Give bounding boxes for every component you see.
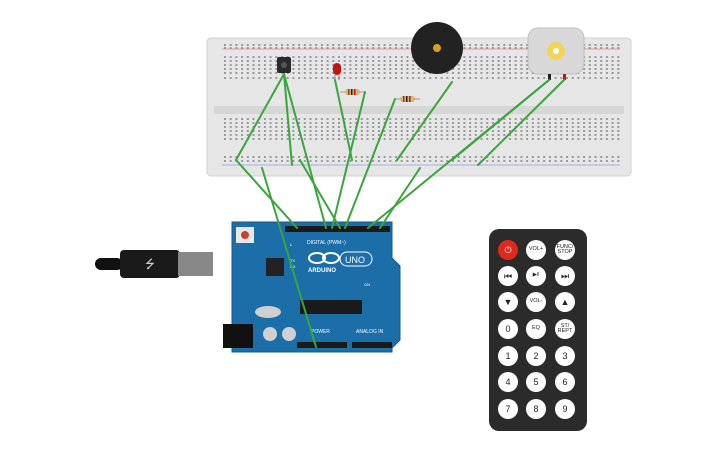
svg-text:⭍: ⭍ xyxy=(145,257,155,271)
remote-play-pause-button[interactable]: ▶‖ xyxy=(526,266,546,286)
on-led-label: ON xyxy=(364,282,370,287)
resistor-2[interactable] xyxy=(395,96,420,102)
usb-cable: ⭍ xyxy=(95,250,213,278)
remote-8-button[interactable]: 8 xyxy=(526,399,546,419)
analog-pins-label: ANALOG IN xyxy=(356,329,384,335)
arduino-model: UNO xyxy=(345,255,365,265)
arduino-uno-board[interactable] xyxy=(223,221,401,353)
breadboard xyxy=(206,37,632,177)
remote-next-button[interactable]: ⏭ xyxy=(555,266,575,286)
remote-2-button[interactable]: 2 xyxy=(526,346,546,366)
red-led[interactable] xyxy=(333,63,341,80)
remote-st-rept-button[interactable]: ST/ REPT xyxy=(555,319,575,339)
remote-prev-button[interactable]: ⏮ xyxy=(498,266,518,286)
dc-motor[interactable] xyxy=(527,27,585,80)
remote-6-button[interactable]: 6 xyxy=(555,372,575,392)
remote-power-button[interactable]: ⏻ xyxy=(498,240,518,260)
remote-down-button[interactable]: ▼ xyxy=(498,292,518,312)
remote-9-button[interactable]: 9 xyxy=(555,399,575,419)
remote-5-button[interactable]: 5 xyxy=(526,372,546,392)
remote-eq-button[interactable]: EQ xyxy=(526,319,546,339)
remote-3-button[interactable]: 3 xyxy=(555,346,575,366)
remote-vol-down-button[interactable]: VOL- xyxy=(526,292,546,312)
rx-label: RX xyxy=(290,264,296,269)
arduino-brand: ARDUINO xyxy=(308,268,336,274)
remote-0-button[interactable]: 0 xyxy=(498,319,518,339)
resistor-1[interactable] xyxy=(340,89,365,95)
remote-1-button[interactable]: 1 xyxy=(498,346,518,366)
remote-up-button[interactable]: ▲ xyxy=(555,292,575,312)
remote-7-button[interactable]: 7 xyxy=(498,399,518,419)
power-pins-label: POWER xyxy=(311,329,330,335)
ir-receiver[interactable] xyxy=(277,57,291,73)
digital-pins-label: DIGITAL (PWM~) xyxy=(307,240,346,246)
jumper-wires xyxy=(235,73,565,348)
remote-4-button[interactable]: 4 xyxy=(498,372,518,392)
l-led-label: L xyxy=(290,242,293,247)
piezo-buzzer[interactable] xyxy=(411,22,463,74)
remote-func-stop-button[interactable]: FUNC/ STOP xyxy=(555,240,575,260)
tx-label: TX xyxy=(290,258,295,263)
remote-vol-up-button[interactable]: VOL+ xyxy=(526,240,546,260)
